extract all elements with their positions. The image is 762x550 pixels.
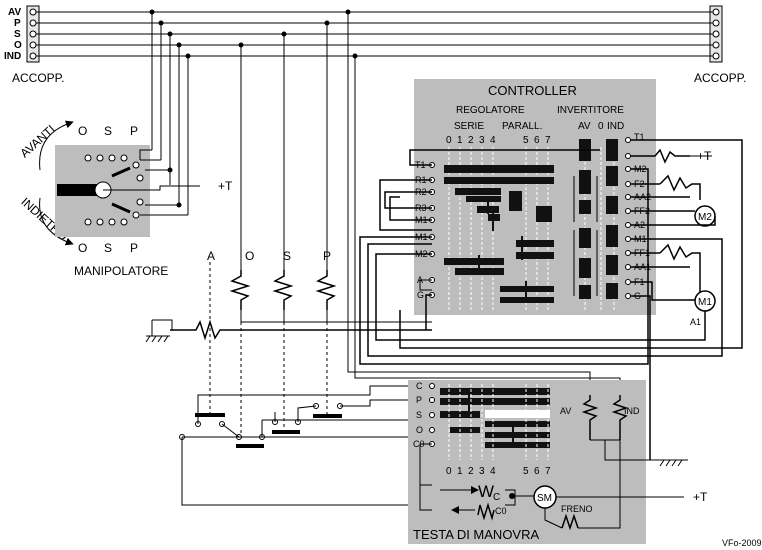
coil-a-label: A [207, 249, 215, 263]
testa-label: TESTA DI MANOVRA [413, 527, 539, 542]
coil-s-label: S [283, 249, 291, 263]
lower-contacts [179, 385, 432, 506]
testa-term-c: C [416, 381, 423, 391]
motor-m1-label: M1 [698, 297, 712, 308]
testa-plus-t: +T [693, 490, 708, 504]
testa-ind-label: IND [624, 406, 640, 416]
testa-pos-3: 3 [479, 466, 485, 477]
manip-bot-p: P [130, 241, 138, 255]
motor-wiring: +T M2 M1 A1 [359, 139, 743, 460]
pos-0: 0 [446, 135, 452, 146]
a1-label: A1 [690, 317, 701, 327]
wc-label: W [478, 482, 494, 501]
freno-label: FRENO [561, 504, 593, 514]
parall-label: PARALL. [502, 121, 542, 132]
manip-top-p: P [130, 124, 138, 138]
coil-s-icon [272, 270, 294, 310]
inv-0-label: 0 [598, 121, 604, 132]
bus-label-p: P [14, 18, 21, 29]
pos-1: 1 [457, 135, 463, 146]
accopp-right-label: ACCOPP. [694, 71, 746, 85]
coil-o-label: O [245, 249, 254, 263]
testa-pos-7: 7 [545, 466, 551, 477]
testa-pos-2: 2 [468, 466, 474, 477]
invertitore-label: INVERTITORE [557, 105, 624, 116]
coil-a-icon [170, 319, 432, 341]
pos-6: 6 [534, 135, 540, 146]
right-term-t1: T1 [634, 132, 645, 142]
bus-label-s: S [14, 29, 21, 40]
manip-bot-o: O [78, 241, 87, 255]
avanti-label: AVANTI [17, 122, 57, 160]
coil-o-icon [229, 270, 251, 310]
coils: A O S P [145, 249, 432, 343]
testa-pos-1: 1 [457, 466, 463, 477]
pos-5: 5 [523, 135, 529, 146]
testa-ground-icon [659, 459, 688, 467]
pos-4: 4 [490, 135, 496, 146]
controller-title: CONTROLLER [488, 83, 577, 98]
c0-coil-icon [477, 502, 495, 521]
testa-pos-6: 6 [534, 466, 540, 477]
testa-pos-4: 4 [490, 466, 496, 477]
av-coil-icon [581, 395, 599, 440]
left-term-g: G [417, 290, 424, 300]
coil-p-label: P [323, 249, 331, 263]
manipolatore-label: MANIPOLATORE [74, 264, 168, 278]
coil-links [209, 262, 328, 440]
bus-label-o: O [14, 40, 22, 51]
controller-panel: CONTROLLER REGOLATORE SERIE PARALL. INVE… [414, 79, 656, 315]
pos-3: 3 [479, 135, 485, 146]
wc-sub-label: C [493, 492, 500, 503]
freno-coil-icon [561, 513, 579, 531]
testa-pos-0: 0 [446, 466, 452, 477]
testa-term-p: P [416, 395, 422, 405]
testa-term-c0: C0 [413, 439, 425, 449]
inv-ind-label: IND [607, 121, 624, 132]
motor-m2-label: M2 [698, 212, 712, 223]
testa-term-o: O [416, 425, 423, 435]
c0-label: C0 [495, 506, 507, 516]
pos-2: 2 [468, 135, 474, 146]
testa-term-s: S [416, 410, 422, 420]
coil-p-icon [315, 270, 337, 310]
manip-top-o: O [78, 124, 87, 138]
bus-label-av: AV [8, 7, 21, 18]
regolatore-label: REGOLATORE [456, 105, 525, 116]
manip-plus-t: +T [218, 179, 233, 193]
plus-t-controller: +T [697, 149, 712, 163]
ground-icon [145, 335, 170, 343]
serie-label: SERIE [454, 121, 484, 132]
inv-av-label: AV [578, 121, 591, 132]
bus-label-ind: IND [4, 51, 21, 62]
accopp-left-label: ACCOPP. [12, 71, 64, 85]
bus-lines [36, 9, 713, 395]
manipolatore: AVANTI INDIETRO O S P O S P +T MANIPOLAT… [17, 120, 233, 278]
manip-top-s: S [104, 124, 112, 138]
testa-av-label: AV [560, 406, 571, 416]
ind-coil-icon [611, 395, 629, 440]
pos-7: 7 [545, 135, 551, 146]
testa-pos-5: 5 [523, 466, 529, 477]
manip-bot-s: S [104, 241, 112, 255]
resistor-loop [379, 149, 600, 231]
credit-label: VFo-2009 [722, 538, 762, 548]
connector-left: AV P S O IND [4, 5, 40, 63]
testa-di-manovra: C P S O C0 0 1 2 3 [408, 380, 708, 544]
sm-label: SM [537, 493, 552, 504]
